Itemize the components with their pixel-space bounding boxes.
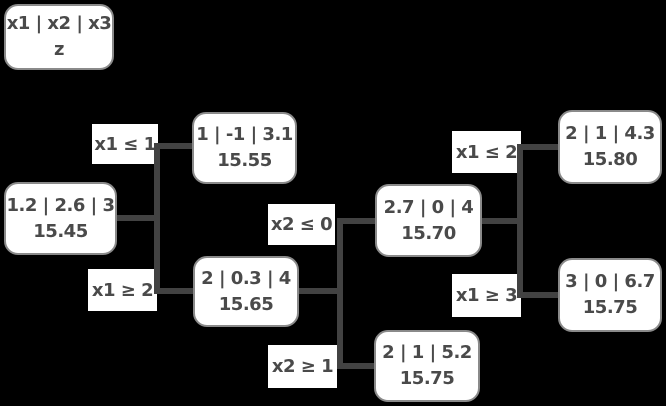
node-values: 2 | 1 | 4.3 xyxy=(565,123,655,144)
branch-label-x2-le-0: x2 ≤ 0 xyxy=(268,204,335,245)
node-values: 2.7 | 0 | 4 xyxy=(383,196,474,218)
branch-condition: x1 ≥ 3 xyxy=(455,285,518,306)
branch-condition: x1 ≤ 2 xyxy=(455,141,518,163)
tree-node-x2-ge-1: 2 | 1 | 5.2 15.75 xyxy=(374,330,480,402)
node-values: 2 | 0.3 | 4 xyxy=(201,267,291,289)
connector-node2-out xyxy=(298,288,343,294)
branch-condition: x2 ≥ 1 xyxy=(271,356,334,377)
branch-label-x1-le-2: x1 ≤ 2 xyxy=(452,131,521,173)
connector-split1-lower xyxy=(154,288,194,294)
connector-node3-out xyxy=(481,218,523,224)
node-values: 2 | 1 | 5.2 xyxy=(382,342,472,363)
node-objective: 15.55 xyxy=(217,150,272,171)
connector-split2-vertical xyxy=(337,218,343,369)
connector-split3-upper xyxy=(517,144,559,150)
node-values: 1.2 | 2.6 | 3 xyxy=(6,194,115,216)
node-objective: 15.65 xyxy=(218,293,274,315)
connector-split3-lower xyxy=(517,292,559,298)
connector-split1-upper xyxy=(154,143,192,149)
connector-root-out xyxy=(116,215,160,221)
node-objective: 15.45 xyxy=(33,220,88,242)
legend-box: x1 | x2 | x3 z xyxy=(4,4,114,70)
branch-label-x1-ge-3: x1 ≥ 3 xyxy=(452,274,521,317)
node-values: 3 | 0 | 6.7 xyxy=(565,271,655,292)
branch-label-x2-ge-1: x2 ≥ 1 xyxy=(268,345,337,388)
branch-condition: x1 ≥ 2 xyxy=(91,279,154,301)
node-objective: 15.70 xyxy=(401,222,456,244)
connector-split2-upper xyxy=(337,218,375,224)
branch-label-x1-ge-2: x1 ≥ 2 xyxy=(88,269,157,311)
node-values: 1 | -1 | 3.1 xyxy=(196,124,293,145)
tree-node-x2-le-0: 2.7 | 0 | 4 15.70 xyxy=(375,184,482,257)
tree-node-x1-le-1: 1 | -1 | 3.1 15.55 xyxy=(192,112,297,184)
branch-condition: x2 ≤ 0 xyxy=(270,214,333,235)
node-objective: 15.80 xyxy=(582,149,638,170)
legend-objective: z xyxy=(54,39,64,60)
tree-node-x1-ge-2: 2 | 0.3 | 4 15.65 xyxy=(193,256,299,327)
tree-node-root: 1.2 | 2.6 | 3 15.45 xyxy=(4,182,117,255)
legend-variables: x1 | x2 | x3 xyxy=(6,13,112,34)
node-objective: 15.75 xyxy=(582,297,638,318)
branch-label-x1-le-1: x1 ≤ 1 xyxy=(92,124,158,164)
branch-condition: x1 ≤ 1 xyxy=(94,133,156,155)
connector-split2-lower xyxy=(337,363,375,369)
tree-node-x1-ge-3: 3 | 0 | 6.7 15.75 xyxy=(558,258,662,332)
tree-node-x1-le-2: 2 | 1 | 4.3 15.80 xyxy=(558,110,662,184)
connector-split1-vertical xyxy=(154,143,160,294)
node-objective: 15.75 xyxy=(399,368,455,389)
connector-split3-vertical xyxy=(517,144,523,298)
